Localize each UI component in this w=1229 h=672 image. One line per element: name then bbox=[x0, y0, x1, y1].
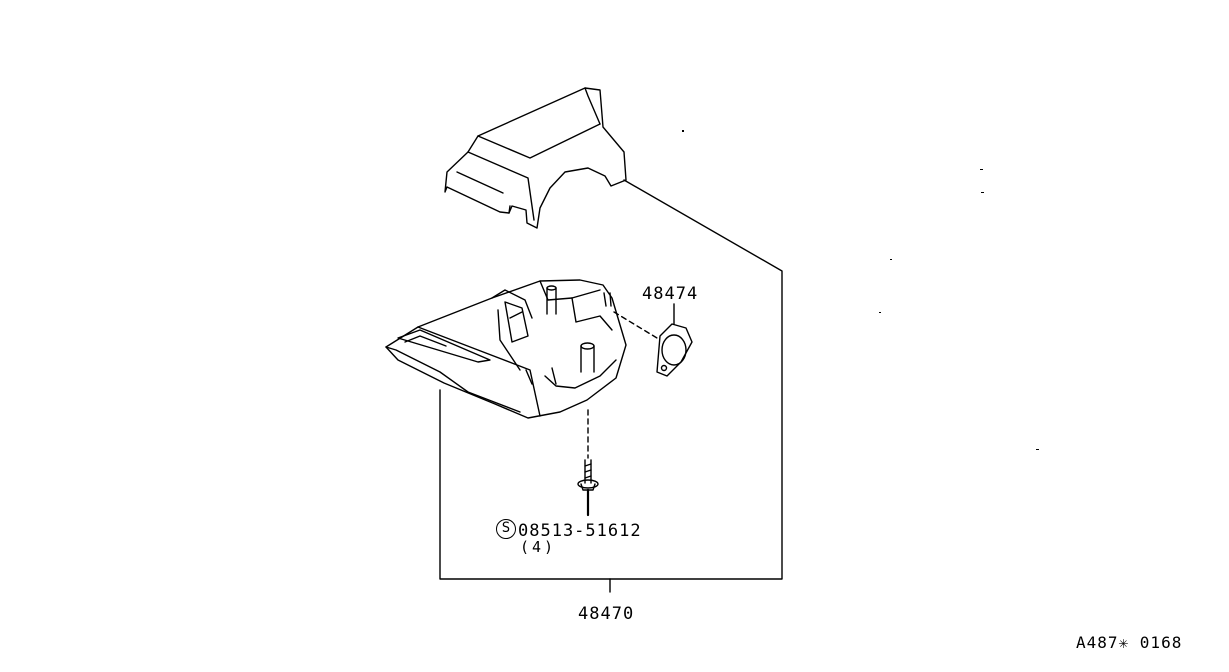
part-label-screw: 08513-51612 bbox=[518, 521, 642, 541]
part-label-column-cover: 48470 bbox=[578, 604, 635, 624]
leader-lines bbox=[439, 179, 783, 593]
upper-column-cover bbox=[444, 87, 627, 229]
dashed-assembly-lines bbox=[587, 311, 658, 459]
screw-08513-51612 bbox=[577, 459, 599, 517]
gasket-48474 bbox=[656, 323, 693, 377]
part-label-screw-qty: (4) bbox=[520, 538, 557, 556]
scan-specks bbox=[682, 130, 1039, 450]
standard-part-symbol: S bbox=[496, 519, 516, 539]
part-label-gasket: 48474 bbox=[642, 284, 699, 304]
lower-column-cover bbox=[385, 279, 627, 419]
drawing-code: A487✳ 0168 bbox=[1076, 633, 1183, 652]
